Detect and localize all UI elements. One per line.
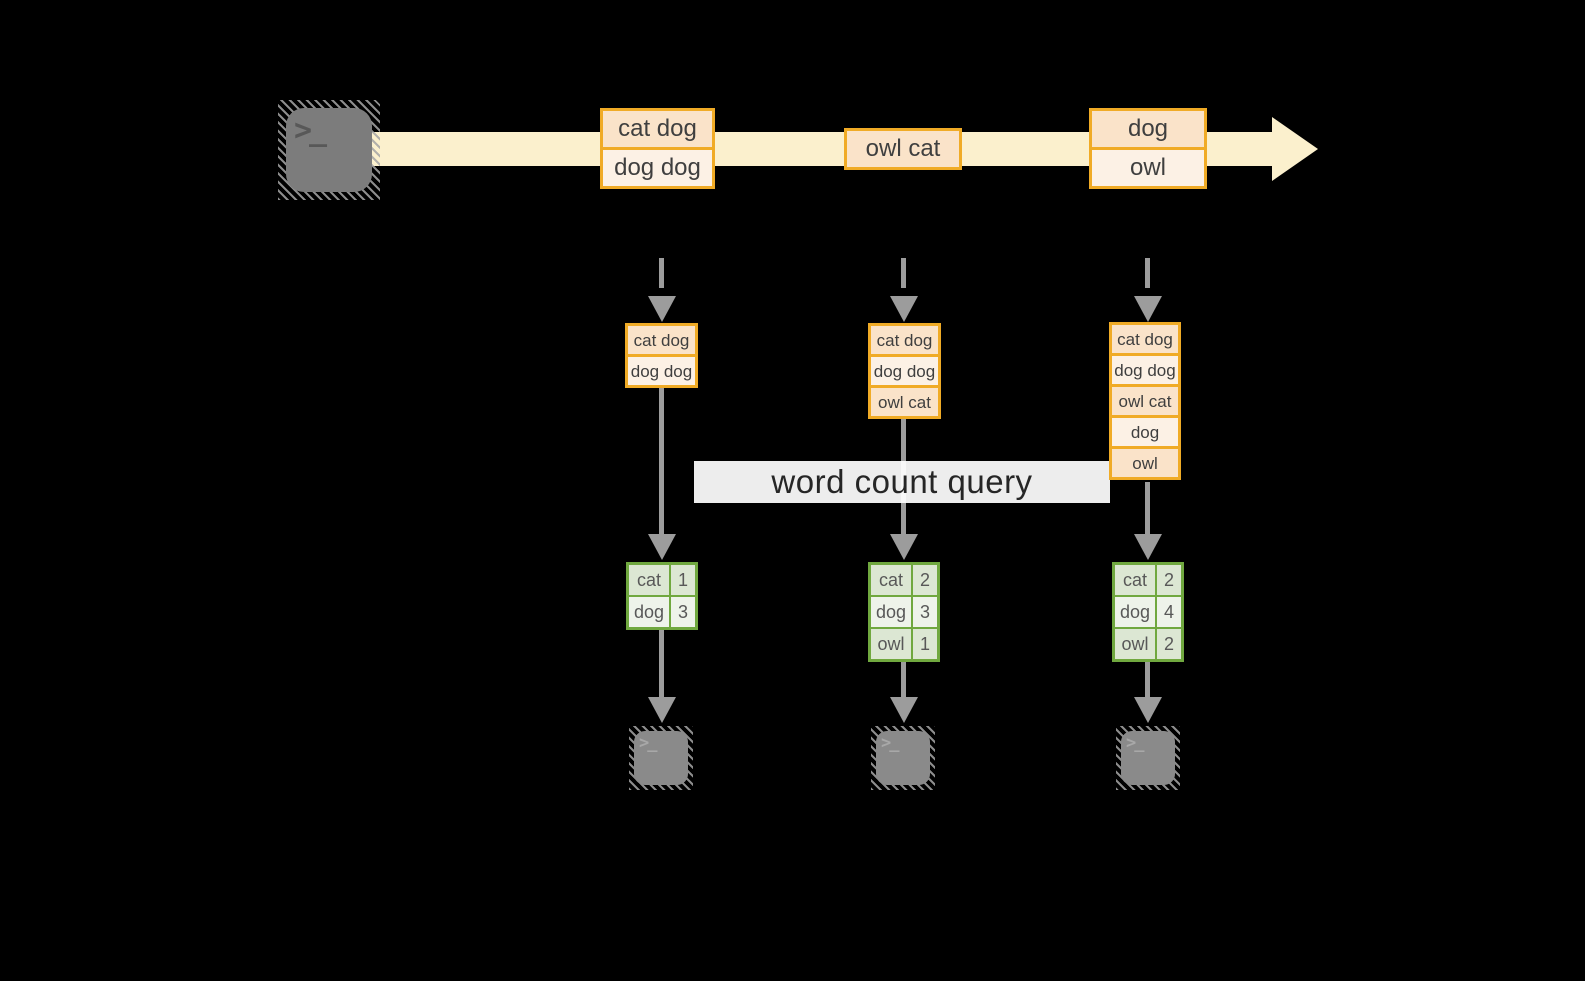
result-word: cat	[871, 565, 911, 595]
result-count: 3	[913, 597, 937, 627]
terminal-sink-icon: >_	[1116, 726, 1180, 790]
sink-arrowhead-icon	[1134, 697, 1162, 723]
result-count: 4	[1157, 597, 1181, 627]
state-record: dog dog	[628, 357, 695, 385]
sink-arrowhead-icon	[890, 697, 918, 723]
terminal-prompt-glyph: >_	[294, 113, 327, 148]
input-state-2: cat dog dog dog owl cat	[868, 323, 941, 419]
result-word: dog	[1115, 597, 1155, 627]
terminal-prompt-glyph: >_	[881, 733, 900, 753]
result-word: owl	[871, 629, 911, 659]
result-word: dog	[871, 597, 911, 627]
sink-arrow-line	[659, 630, 664, 698]
result-count: 2	[913, 565, 937, 595]
terminal-body	[634, 731, 688, 785]
sink-arrowhead-icon	[648, 697, 676, 723]
stream-record: owl	[1092, 150, 1204, 186]
query-arrow-line	[1145, 482, 1150, 536]
query-arrowhead-icon	[1134, 534, 1162, 560]
query-arrow-line	[659, 388, 664, 536]
terminal-prompt-glyph: >_	[1126, 733, 1145, 753]
trigger-arrow-dash	[1145, 258, 1150, 288]
stream-batch-1: cat dog dog dog	[600, 108, 715, 189]
result-count: 3	[671, 597, 695, 627]
state-record: owl cat	[1112, 387, 1178, 415]
terminal-body	[1121, 731, 1175, 785]
result-table-2: cat 2 dog 3 owl 1	[868, 562, 940, 662]
trigger-arrowhead-icon	[1134, 296, 1162, 322]
terminal-body	[286, 108, 372, 192]
terminal-body	[876, 731, 930, 785]
trigger-arrow-dash	[659, 258, 664, 288]
sink-arrow-line	[1145, 662, 1150, 698]
stream-arrowhead-icon	[1272, 117, 1318, 181]
query-arrowhead-icon	[890, 534, 918, 560]
result-count: 1	[913, 629, 937, 659]
trigger-arrowhead-icon	[890, 296, 918, 322]
query-arrowhead-icon	[648, 534, 676, 560]
result-word: dog	[629, 597, 669, 627]
result-count: 1	[671, 565, 695, 595]
result-count: 2	[1157, 565, 1181, 595]
stream-record: dog dog	[603, 150, 712, 186]
stream-batch-3: dog owl	[1089, 108, 1207, 189]
state-record: dog dog	[871, 357, 938, 385]
state-record: cat dog	[1112, 325, 1178, 353]
terminal-sink-icon: >_	[871, 726, 935, 790]
terminal-source-icon: >_	[278, 100, 380, 200]
state-record: cat dog	[871, 326, 938, 354]
state-record: cat dog	[628, 326, 695, 354]
result-table-1: cat 1 dog 3	[626, 562, 698, 630]
result-count: 2	[1157, 629, 1181, 659]
terminal-prompt-glyph: >_	[639, 733, 658, 753]
stream-record: dog	[1092, 111, 1204, 147]
result-word: cat	[629, 565, 669, 595]
trigger-arrowhead-icon	[648, 296, 676, 322]
state-record: owl	[1112, 449, 1178, 477]
state-record: owl cat	[871, 388, 938, 416]
terminal-sink-icon: >_	[629, 726, 693, 790]
input-state-1: cat dog dog dog	[625, 323, 698, 388]
sink-arrow-line	[901, 662, 906, 698]
result-word: owl	[1115, 629, 1155, 659]
trigger-arrow-dash	[901, 258, 906, 288]
state-record: dog dog	[1112, 356, 1178, 384]
query-label: word count query	[771, 463, 1033, 500]
input-state-3: cat dog dog dog owl cat dog owl	[1109, 322, 1181, 480]
state-record: dog	[1112, 418, 1178, 446]
query-label-band: word count query	[694, 461, 1110, 503]
stream-record: owl cat	[847, 131, 959, 167]
result-word: cat	[1115, 565, 1155, 595]
stream-record: cat dog	[603, 111, 712, 147]
stream-batch-2: owl cat	[844, 128, 962, 170]
result-table-3: cat 2 dog 4 owl 2	[1112, 562, 1184, 662]
